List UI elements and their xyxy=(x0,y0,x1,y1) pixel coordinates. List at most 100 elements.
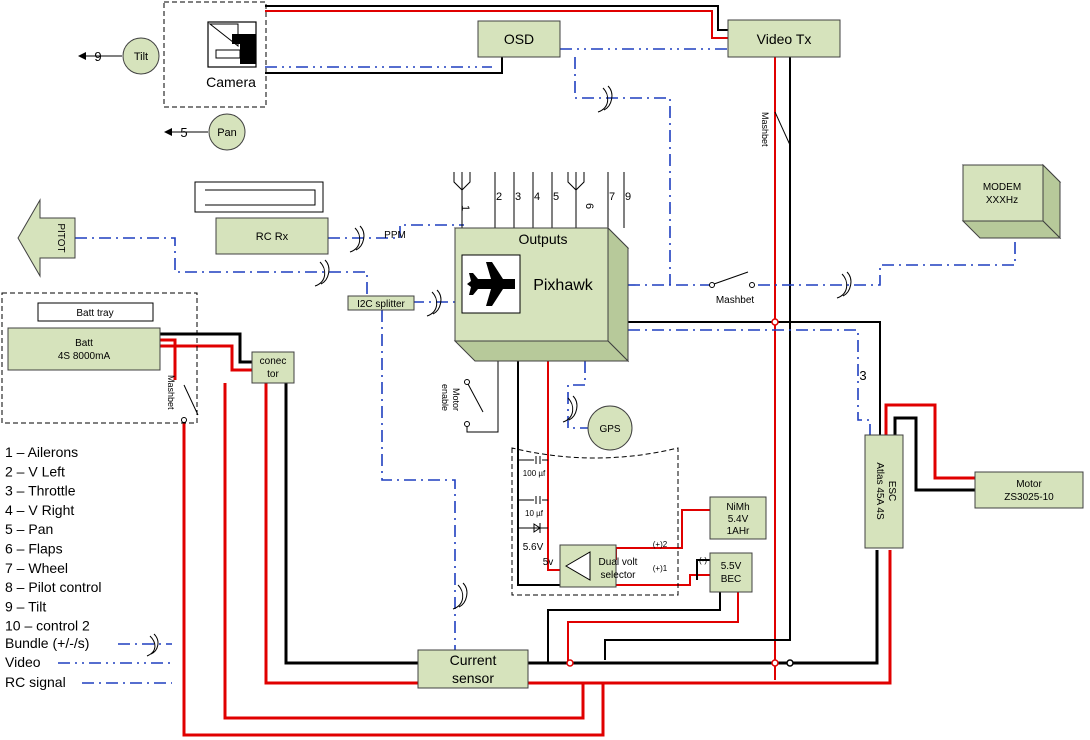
batt-mashbet-switch xyxy=(181,384,199,423)
connector-line1: conec xyxy=(260,356,287,367)
connector-line2: tor xyxy=(267,369,279,380)
wire-telemetry-modem xyxy=(758,232,1016,286)
output-pin-label: 7 xyxy=(609,191,615,203)
battery-line2: 4S 8000mA xyxy=(58,351,111,362)
legend-channel-item: 2 – V Left xyxy=(5,463,65,479)
bundle-marker xyxy=(836,271,852,299)
y-cable-icon xyxy=(453,172,471,191)
rc-rx-box xyxy=(215,217,329,255)
wire-connector-current-positive xyxy=(264,383,418,685)
pan-channel: 5 xyxy=(180,125,187,140)
input-plus1-label: (+)1 xyxy=(653,564,668,573)
camera-icon xyxy=(207,21,257,68)
legend-channel-item: 5 – Pan xyxy=(5,521,53,537)
wire-crossover xyxy=(771,318,779,326)
rc-rx-antenna xyxy=(194,181,324,213)
legend-channel-item: 1 – Ailerons xyxy=(5,444,78,460)
capacitor-100uf-label: 100 µf xyxy=(523,469,546,478)
motor-line2: ZS3025-10 xyxy=(1004,492,1054,503)
outputs-label: Outputs xyxy=(518,231,567,247)
legend-bundle-marker xyxy=(146,633,159,657)
modem-line1: MODEM xyxy=(983,182,1021,193)
wire-nimh-dual xyxy=(615,509,710,560)
video-mashbet-switch xyxy=(774,111,791,146)
i2c-splitter-label: I2C splitter xyxy=(357,299,405,310)
video-tx-box xyxy=(727,19,841,58)
gps-label: GPS xyxy=(599,424,620,435)
modem-line2: XXXHz xyxy=(986,195,1018,206)
output-pin-label: 3 xyxy=(515,191,521,203)
bundle-marker xyxy=(349,225,365,253)
v56-label: 5.6V xyxy=(523,542,544,553)
legend-channel-item: 8 – Pilot control xyxy=(5,579,102,595)
output-pin-label: 6 xyxy=(583,203,595,209)
tilt-servo xyxy=(122,37,160,75)
video-mashbet-label: Mashbet xyxy=(760,112,770,147)
batt-tray-box xyxy=(37,302,154,322)
output-pin-label: 1 xyxy=(459,205,471,211)
wire-crossover xyxy=(786,659,794,667)
wire-pixhawk-esc-ground xyxy=(628,321,881,435)
wire-esc-motor-ground xyxy=(893,416,975,492)
output-pin-label: 2 xyxy=(496,191,502,203)
wire-batt-connector-positive xyxy=(160,344,252,372)
legend-bundle-label: Bundle (+/-/s) xyxy=(5,635,89,651)
wire-batt-connector-ground xyxy=(160,332,252,364)
nimh-line3: 1AHr xyxy=(727,526,750,537)
nimh-line1: NiMh xyxy=(726,502,749,513)
camera-label: Camera xyxy=(206,74,256,90)
wire-camera-osd-ground xyxy=(265,57,503,74)
telemetry-mashbet-label: Mashbet xyxy=(716,295,755,306)
legend-rc-signal-label: RC signal xyxy=(5,674,66,690)
wire-bec-positive xyxy=(567,592,739,663)
telemetry-mashbet-switch xyxy=(709,271,755,288)
wire-camera-video-tx-ground xyxy=(265,5,728,31)
dual-volt-line1: Dual volt xyxy=(599,557,638,568)
bec-box xyxy=(709,552,753,593)
legend-channel-item: 3 – Throttle xyxy=(5,483,76,499)
wire-batt-return xyxy=(223,383,585,720)
input-plus2-label: (+)2 xyxy=(653,540,668,549)
bundle-marker xyxy=(597,85,613,113)
bec-line2: BEC xyxy=(721,574,742,585)
ppm-label: PPM xyxy=(384,230,406,241)
esc-box xyxy=(864,434,904,549)
batt-mashbet-label: Mashbet xyxy=(166,375,176,410)
bundle-marker xyxy=(452,582,468,610)
motor-line1: Motor xyxy=(1016,479,1042,490)
wire-bec-dual-ground xyxy=(696,559,710,580)
wire-bec-ground xyxy=(547,592,721,663)
wire-video-tx-ground xyxy=(604,57,791,660)
motor-enable-line1: Motor xyxy=(451,388,461,411)
legend-channel-item: 7 – Wheel xyxy=(5,560,68,576)
pixhawk-label: Pixhawk xyxy=(533,277,594,294)
input-minus-label: (-) xyxy=(699,556,707,565)
tilt-channel: 9 xyxy=(94,49,101,64)
capacitor-10uf xyxy=(518,496,548,504)
wire-bec-dual xyxy=(616,574,710,586)
esc-line2: Atlas 45A 4S xyxy=(874,462,885,520)
battery-box xyxy=(7,327,161,371)
wire-gps xyxy=(567,361,588,429)
bundle-markers xyxy=(314,85,852,610)
capacitor-100uf xyxy=(518,456,548,464)
motor-enable-line2: enable xyxy=(440,384,450,411)
batt-tray-label: Batt tray xyxy=(76,308,113,319)
output-pin-label: 9 xyxy=(625,191,631,203)
wire-pitot xyxy=(75,237,368,298)
bundle-marker xyxy=(314,259,330,287)
legend: 1 – Ailerons 2 – V Left 3 – Throttle 4 – V … xyxy=(5,444,102,634)
legend-channel-item: 6 – Flaps xyxy=(5,541,63,557)
osd-label: OSD xyxy=(504,31,534,47)
esc-channel-label: 3 xyxy=(859,368,866,383)
connector-box xyxy=(251,351,295,384)
v5-label: 5v xyxy=(543,557,554,568)
legend-channel-item: 4 – V Right xyxy=(5,502,74,518)
bundle-marker xyxy=(426,289,442,317)
video-tx-label: Video Tx xyxy=(757,31,812,47)
output-pin-label: 4 xyxy=(534,191,540,203)
gps-circle xyxy=(587,405,633,451)
bundle-marker xyxy=(562,395,578,423)
wire-camera-video-tx-positive xyxy=(265,10,728,39)
